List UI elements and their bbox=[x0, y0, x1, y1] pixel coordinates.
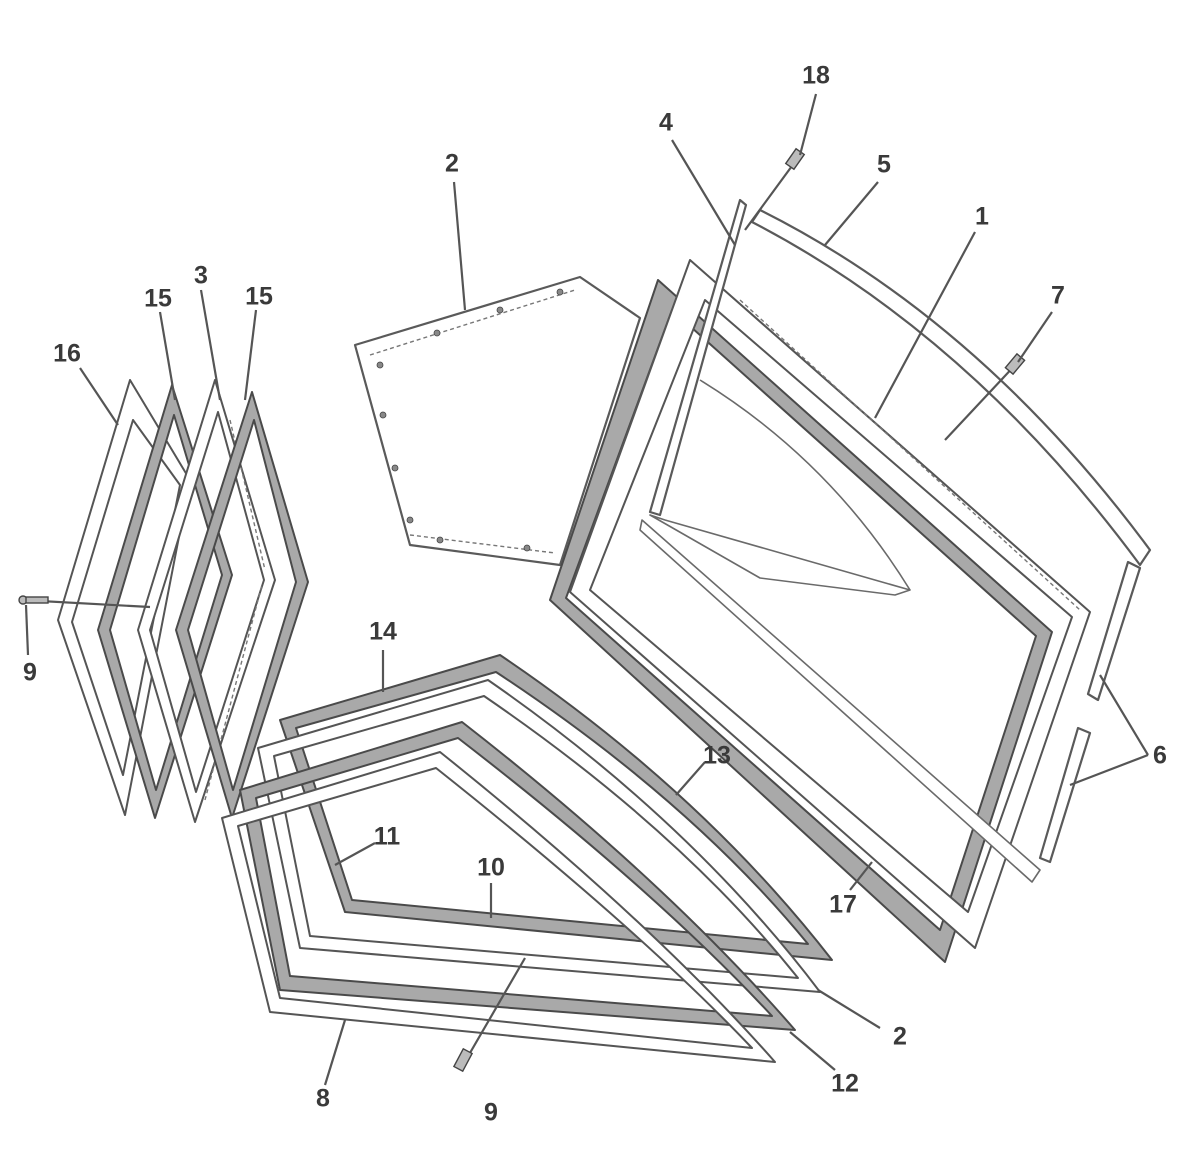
callout-5: 5 bbox=[877, 151, 891, 179]
part-16-frame bbox=[57, 379, 191, 816]
leader-lines bbox=[24, 93, 1149, 1086]
callout-9-left: 9 bbox=[23, 659, 37, 687]
callout-18: 17 bbox=[829, 891, 857, 919]
part-1-panel bbox=[569, 259, 1091, 949]
part-15-gasket-left bbox=[97, 384, 233, 819]
callout-10: 10 bbox=[477, 854, 505, 882]
right-panel-group bbox=[549, 147, 1152, 963]
callout-2-lower: 2 bbox=[893, 1023, 907, 1051]
part-6-strip-a bbox=[1086, 560, 1142, 702]
part-18-gasket bbox=[549, 279, 1053, 963]
callout-1: 1 bbox=[975, 203, 989, 231]
left-diamond-frame-group bbox=[18, 379, 309, 823]
callout-3: 3 bbox=[194, 262, 208, 290]
part-3-plate bbox=[137, 379, 276, 823]
callout-8: 8 bbox=[316, 1085, 330, 1113]
callout-labels: 18 4 5 1 7 2 3 15 15 16 9 6 14 13 11 10 … bbox=[23, 62, 1167, 1127]
part-2-upper-plate bbox=[353, 275, 642, 567]
part-9-bolt-left bbox=[18, 595, 151, 609]
callout-11: 11 bbox=[374, 823, 401, 851]
part-6-strip-b bbox=[1038, 726, 1092, 864]
callout-15-left: 15 bbox=[144, 285, 172, 313]
callout-4: 4 bbox=[659, 109, 673, 137]
callout-13: 13 bbox=[703, 742, 731, 770]
callout-16: 16 bbox=[53, 340, 81, 368]
callout-15-right: 15 bbox=[245, 283, 273, 311]
part-8-frame bbox=[221, 751, 776, 1063]
callout-12: 14 bbox=[369, 618, 397, 646]
part-2-lower-plate bbox=[257, 679, 821, 993]
callout-9-bottom: 9 bbox=[484, 1099, 498, 1127]
part-4-strip bbox=[648, 198, 748, 517]
part-14-gasket bbox=[239, 721, 796, 1031]
callout-2-upper: 2 bbox=[445, 150, 459, 178]
part-12-gasket bbox=[279, 654, 833, 961]
callout-6: 6 bbox=[1153, 742, 1167, 770]
part-5-strip bbox=[750, 208, 1152, 567]
callout-7: 7 bbox=[1051, 282, 1065, 310]
callout-14: 12 bbox=[831, 1070, 859, 1098]
part-9-bolt-bottom bbox=[452, 957, 526, 1073]
callout-17: 18 bbox=[802, 62, 830, 90]
bottom-panel-group bbox=[221, 654, 833, 1073]
